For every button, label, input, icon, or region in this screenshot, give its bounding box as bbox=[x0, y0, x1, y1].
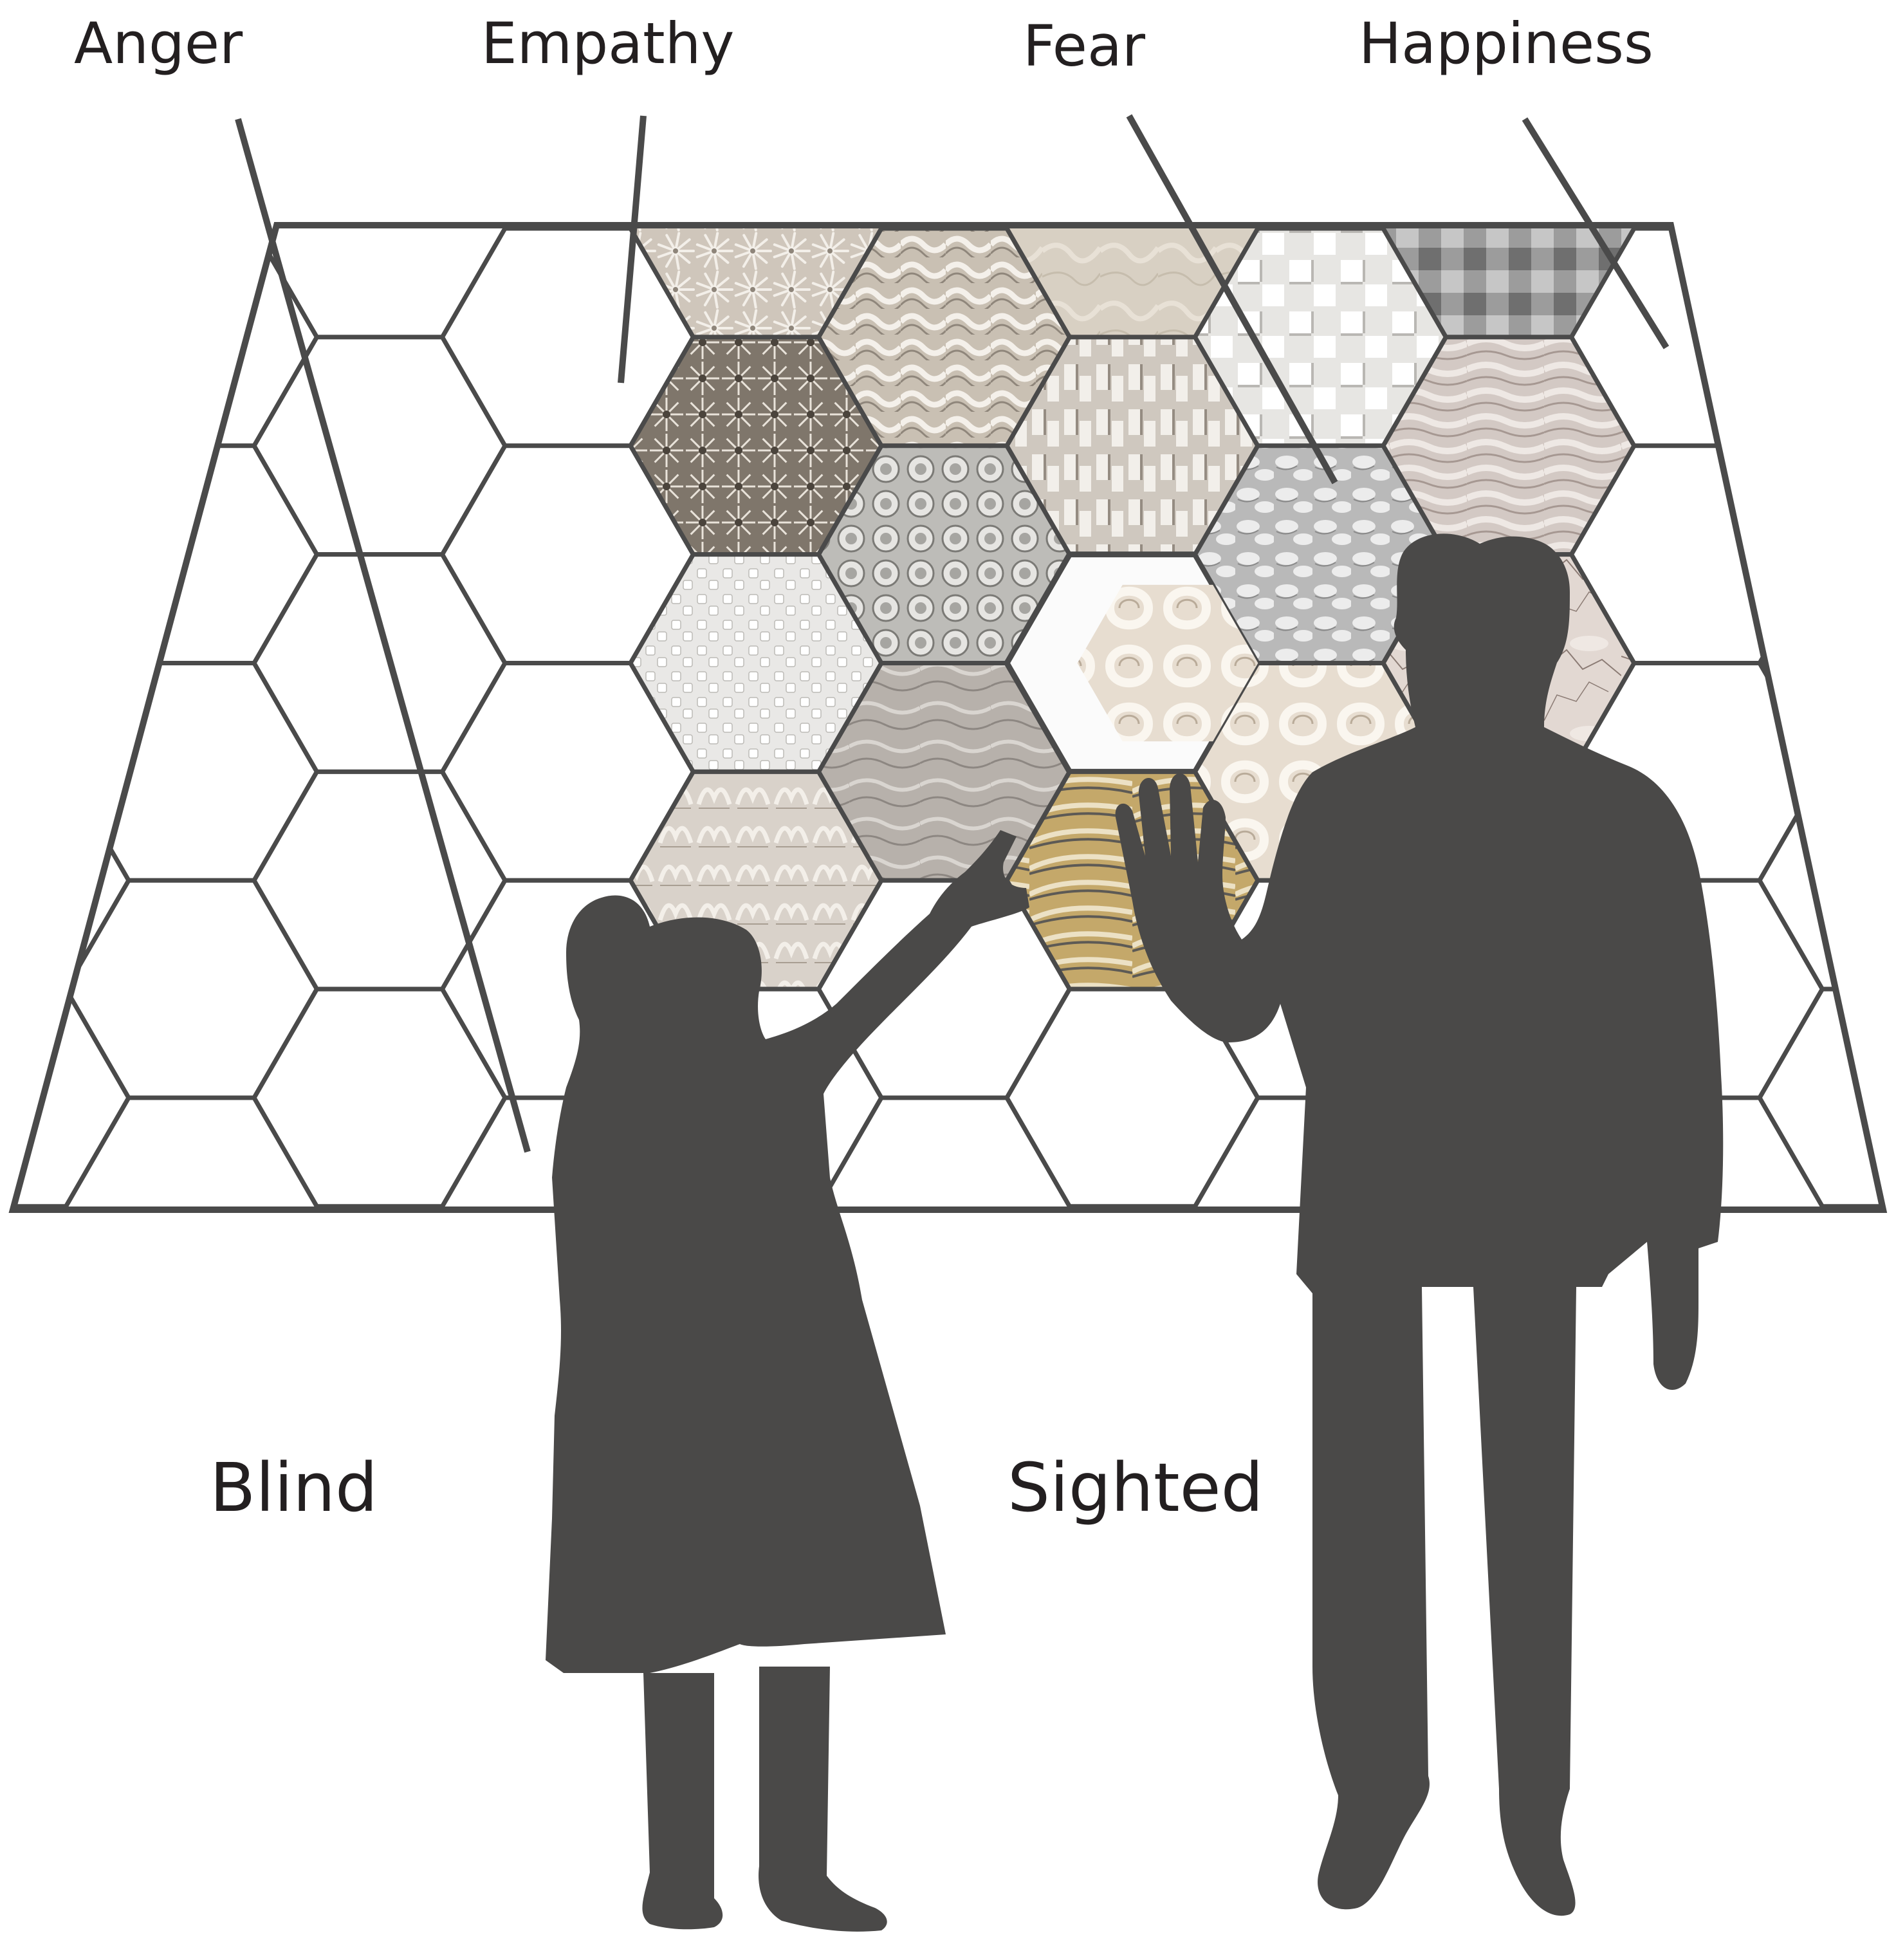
hex-cell-empty bbox=[1760, 1207, 1896, 1424]
hex-cell-empty bbox=[0, 1207, 129, 1424]
hex-cell-empty bbox=[1572, 1315, 1823, 1533]
hex-cell-empty bbox=[1760, 0, 1896, 120]
label-sighted: Sighted bbox=[1008, 1448, 1264, 1527]
hex-cell-empty bbox=[1760, 337, 1896, 555]
hex-cell-empty bbox=[1007, 1207, 1258, 1424]
hex-cell-empty bbox=[1760, 120, 1896, 337]
hex-cell-empty bbox=[0, 120, 129, 337]
hex-cell-empty bbox=[254, 1207, 505, 1424]
label-empathy: Empathy bbox=[481, 10, 734, 77]
label-anger: Anger bbox=[74, 10, 243, 77]
label-happiness: Happiness bbox=[1359, 10, 1653, 77]
hex-cell-empty bbox=[254, 0, 505, 120]
hex-cell-empty bbox=[0, 337, 129, 555]
hex-cell-empty bbox=[0, 555, 129, 772]
label-fear: Fear bbox=[1023, 13, 1146, 79]
label-blind: Blind bbox=[210, 1448, 378, 1527]
